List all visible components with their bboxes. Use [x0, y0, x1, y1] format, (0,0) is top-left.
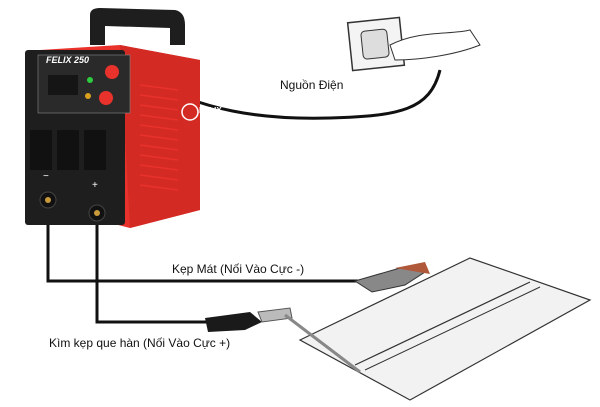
workpiece	[298, 257, 592, 401]
minus-symbol: −	[43, 171, 49, 182]
electrode-holder	[205, 307, 361, 374]
electrode-cable	[95, 215, 210, 324]
welding-machine	[25, 8, 200, 228]
power-source-label: Nguồn Điện	[280, 78, 344, 92]
machine-model-label: FELIX 250	[46, 55, 90, 65]
ground-cable	[46, 210, 360, 283]
felix-logo-icon	[181, 103, 199, 121]
ground-clamp	[353, 262, 430, 293]
brand-logo-text: FELIX	[199, 106, 222, 115]
wall-outlet	[346, 16, 481, 72]
ground-clamp-label: Kẹp Mát (Nối Vào Cực -)	[172, 262, 305, 276]
plus-symbol: +	[92, 180, 98, 191]
electrode-holder-label: Kìm kẹp que hàn (Nối Vào Cực +)	[49, 336, 231, 350]
